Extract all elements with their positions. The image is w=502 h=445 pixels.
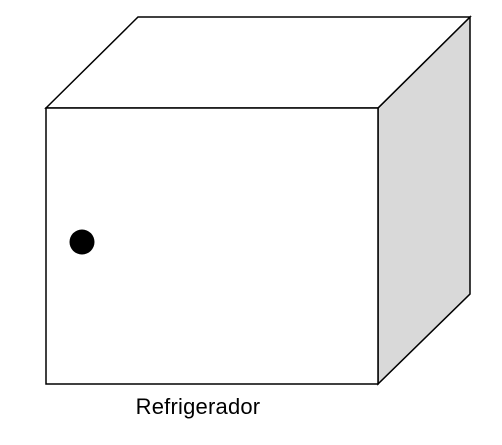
refrigerator-front-door [45, 107, 379, 385]
door-handle-icon [69, 229, 95, 255]
refrigerator-caption: Refrigerador [135, 394, 261, 419]
